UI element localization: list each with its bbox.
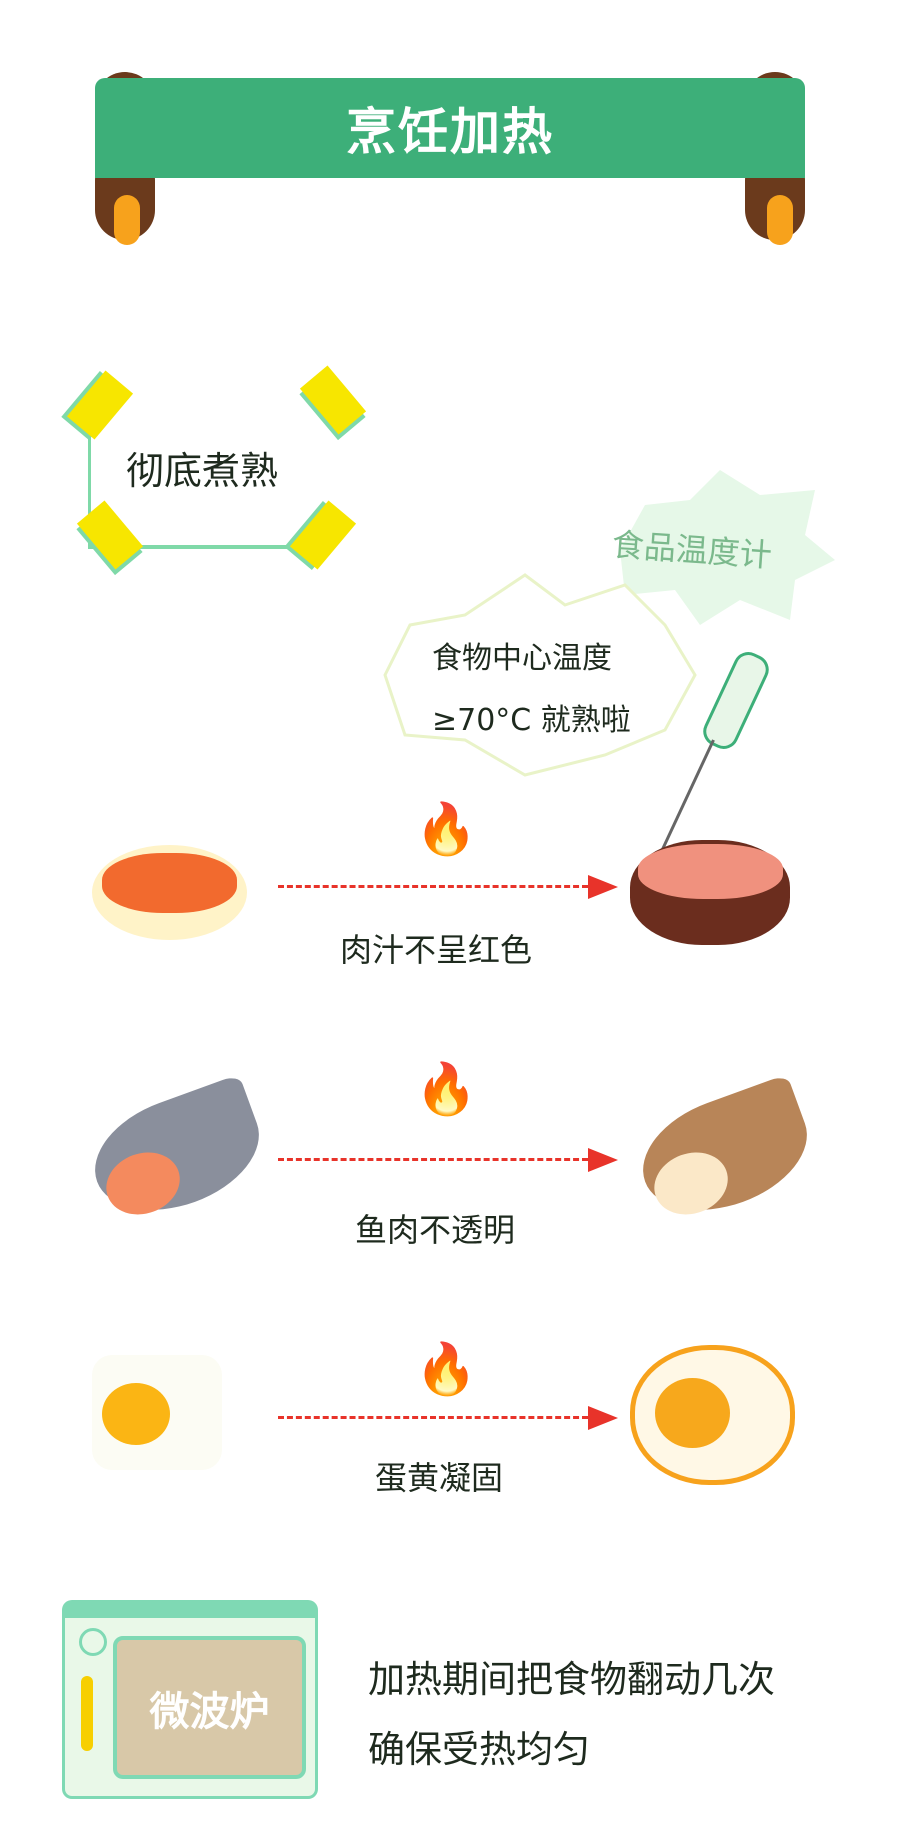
arrow-line	[278, 1416, 588, 1419]
microwave-tip: 加热期间把食物翻动几次 确保受热均匀	[368, 1645, 775, 1785]
tip-line-1: 加热期间把食物翻动几次	[368, 1658, 775, 1701]
indicator-bar	[81, 1676, 93, 1751]
microwave-icon: 微波炉	[62, 1600, 318, 1799]
raw-meat-icon	[92, 845, 247, 940]
arrow-head	[588, 1406, 618, 1430]
bubble-line-1: 食物中心温度	[432, 641, 612, 676]
flame-icon: 🔥	[415, 1340, 478, 1398]
fried-egg-icon	[630, 1345, 795, 1485]
tip-line-2: 确保受热均匀	[368, 1728, 590, 1771]
title-banner: 烹饪加热	[95, 78, 805, 178]
thermometer-burst	[620, 470, 835, 625]
banner-peg-left	[114, 195, 140, 245]
flame-icon: 🔥	[415, 800, 478, 858]
arrow-line	[278, 885, 588, 888]
section-frame	[88, 395, 316, 549]
row-label: 鱼肉不透明	[355, 1211, 516, 1249]
cooked-fish-icon	[627, 1074, 823, 1231]
section-heading: 彻底煮熟	[126, 449, 279, 493]
thermometer-icon	[698, 647, 774, 754]
raw-fish-icon	[79, 1074, 275, 1231]
speech-bubble	[383, 573, 697, 777]
microwave-label: 微波炉	[149, 1688, 270, 1735]
arrow-line	[278, 1158, 588, 1161]
page-title: 烹饪加热	[346, 103, 554, 161]
row-label: 蛋黄凝固	[375, 1459, 504, 1497]
arrow-head	[588, 1148, 618, 1172]
bubble-text: 食物中心温度 ≥70°C 就熟啦	[432, 628, 631, 752]
raw-egg-icon	[92, 1355, 222, 1470]
arrow-head	[588, 875, 618, 899]
knob-icon	[79, 1628, 107, 1656]
banner-peg-right	[767, 195, 793, 245]
row-label: 肉汁不呈红色	[340, 931, 533, 969]
cooked-meat-icon	[630, 840, 790, 945]
bubble-line-2: ≥70°C 就熟啦	[432, 703, 631, 738]
flame-icon: 🔥	[415, 1060, 478, 1118]
